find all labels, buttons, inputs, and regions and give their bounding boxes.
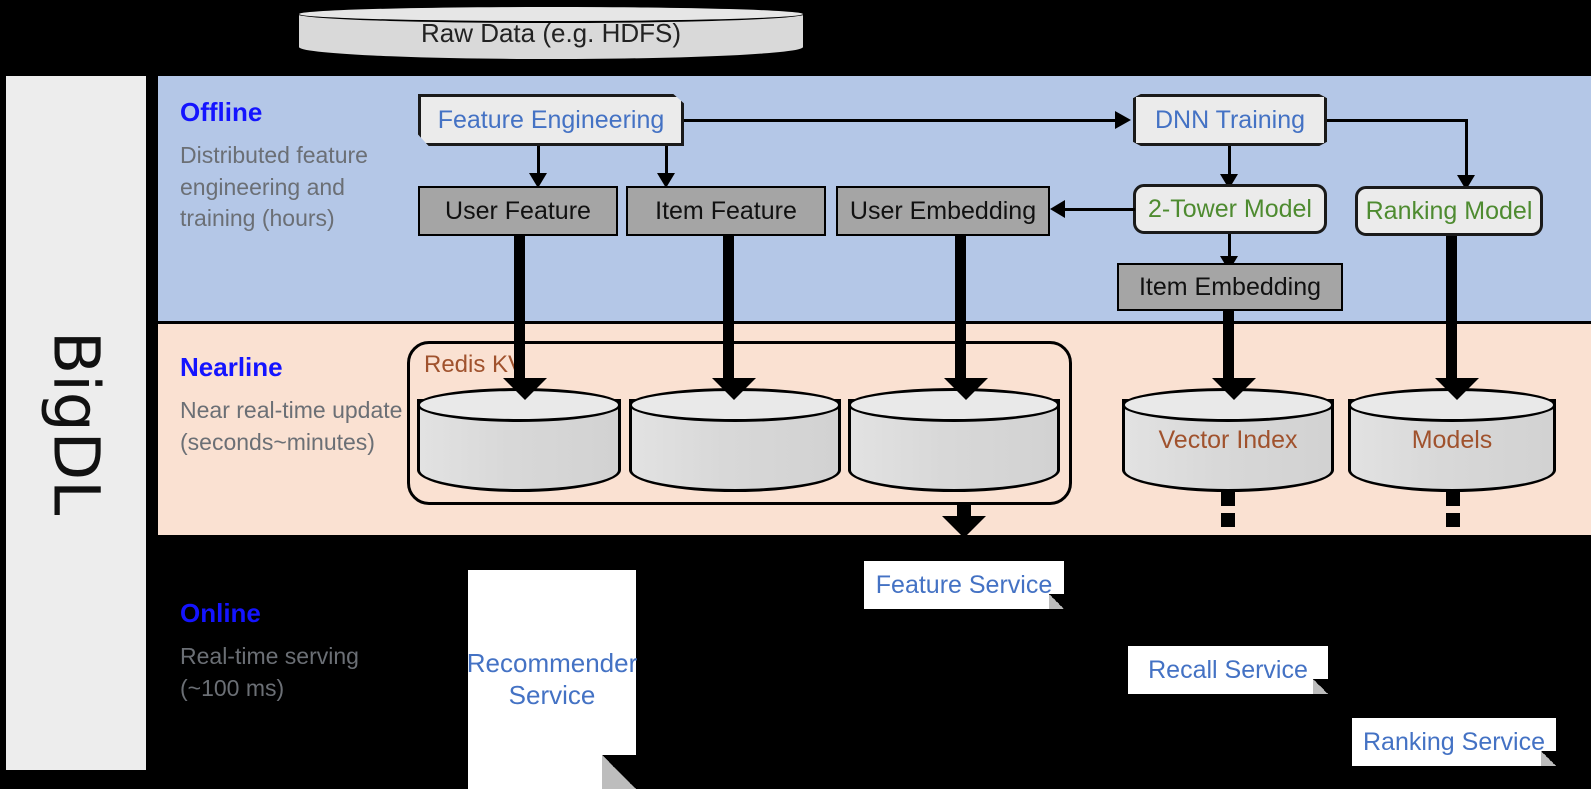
feature-service-label: Feature Service (875, 570, 1053, 599)
page-fold-icon (1541, 751, 1556, 766)
ranking-service-label: Ranking Service (1362, 727, 1546, 756)
redis-cylinder-user-feature (417, 388, 621, 492)
vector-index-cylinder[interactable]: Vector Index (1122, 388, 1334, 492)
connector-dnn-ranking-v (1465, 119, 1468, 179)
item-embedding-node[interactable]: Item Embedding (1117, 263, 1343, 311)
raw-data-label: Raw Data (e.g. HDFS) (420, 17, 682, 48)
recall-service-node[interactable]: Recall Service (1128, 646, 1328, 694)
dash-models-a (1446, 492, 1460, 506)
connector-fe-userfeature (537, 146, 540, 176)
dash-redis-featureservice (957, 503, 971, 516)
dash-models-b (1446, 513, 1460, 527)
raw-data-cylinder: Raw Data (e.g. HDFS) (297, 5, 805, 61)
pipe-userembedding-redis (955, 236, 966, 391)
nearline-title: Nearline (180, 352, 283, 382)
connector-twotower-itemembedding (1228, 234, 1231, 259)
item-feature-label: Item Feature (655, 196, 797, 225)
feature-engineering-node[interactable]: Feature Engineering (418, 94, 684, 146)
models-cylinder[interactable]: Models (1348, 388, 1556, 492)
connector-fe-itemfeature (665, 146, 668, 176)
pipe-userfeature-redis (514, 236, 525, 391)
feature-service-node[interactable]: Feature Service (864, 561, 1064, 609)
pipe-itemembedding-vectorindex (1223, 311, 1234, 391)
redis-kv-label: Redis KV (424, 351, 525, 378)
user-feature-node[interactable]: User Feature (418, 186, 618, 236)
user-embedding-label: User Embedding (849, 196, 1037, 225)
item-embedding-label: Item Embedding (1138, 272, 1322, 301)
ranking-service-node[interactable]: Ranking Service (1352, 718, 1556, 766)
pipe-itemfeature-redis (723, 236, 734, 391)
arrowhead-userfeature-redis (503, 378, 547, 400)
user-embedding-node[interactable]: User Embedding (836, 186, 1050, 236)
recommender-service-node[interactable]: Recommender Service (466, 570, 638, 789)
redis-cylinder-item-feature (629, 388, 841, 492)
dnn-training-label: DNN Training (1154, 105, 1306, 134)
raw-data-top (297, 5, 805, 23)
redis-cylinder-user-embedding (848, 388, 1060, 492)
arrowhead-userembedding-redis (944, 378, 988, 400)
recall-service-label: Recall Service (1148, 655, 1308, 684)
models-label: Models (1411, 425, 1493, 454)
vector-index-label: Vector Index (1158, 425, 1298, 454)
bigdl-label: BigDL (39, 330, 113, 516)
dash-vectorindex-b (1221, 513, 1235, 527)
online-title: Online (180, 598, 261, 628)
connector-rawdata-fe (549, 61, 552, 75)
arrowhead-fe-itemfeature (657, 173, 675, 188)
arrowhead-itemembedding-vectorindex (1212, 378, 1256, 400)
two-tower-model-label: 2-Tower Model (1148, 194, 1312, 223)
page-fold-icon (1049, 594, 1064, 609)
page-fold-icon (1313, 679, 1328, 694)
arrowhead-redis-featureservice (942, 516, 986, 538)
connector-dnn-ranking-h (1327, 119, 1468, 122)
redis-kv-container (407, 341, 1072, 505)
item-feature-node[interactable]: Item Feature (626, 186, 826, 236)
online-subtitle: Real-time serving (~100 ms) (180, 643, 359, 701)
recommender-service-label: Recommender Service (466, 647, 638, 710)
arrowhead-fe-userfeature (529, 173, 547, 188)
page-fold-icon (602, 755, 636, 789)
dnn-training-node[interactable]: DNN Training (1133, 94, 1327, 146)
arrowhead-itemfeature-redis (712, 378, 756, 400)
user-feature-label: User Feature (445, 196, 591, 225)
ranking-model-label: Ranking Model (1365, 196, 1533, 225)
ranking-model-node[interactable]: Ranking Model (1355, 186, 1543, 236)
pipe-rankingmodel-models (1446, 236, 1457, 391)
connector-twotower-userembedding (1065, 208, 1135, 211)
offline-subtitle: Distributed feature engineering and trai… (180, 142, 368, 232)
arrowhead-rankingmodel-models (1435, 378, 1479, 400)
connector-fe-dnn (684, 119, 1115, 122)
feature-engineering-bg (418, 94, 684, 146)
dash-vectorindex-a (1221, 492, 1235, 506)
nearline-subtitle: Near real-time update (seconds~minutes) (180, 397, 403, 455)
two-tower-model-node[interactable]: 2-Tower Model (1133, 184, 1327, 234)
dnn-training-bg (1133, 94, 1327, 146)
arrowhead-twotower-userembedding (1050, 200, 1065, 218)
arrowhead-fe-dnn (1115, 111, 1131, 129)
bigdl-sidebar: BigDL (6, 76, 146, 770)
connector-dnn-twotower (1228, 146, 1231, 178)
offline-title: Offline (180, 97, 263, 127)
feature-engineering-label: Feature Engineering (437, 105, 665, 134)
